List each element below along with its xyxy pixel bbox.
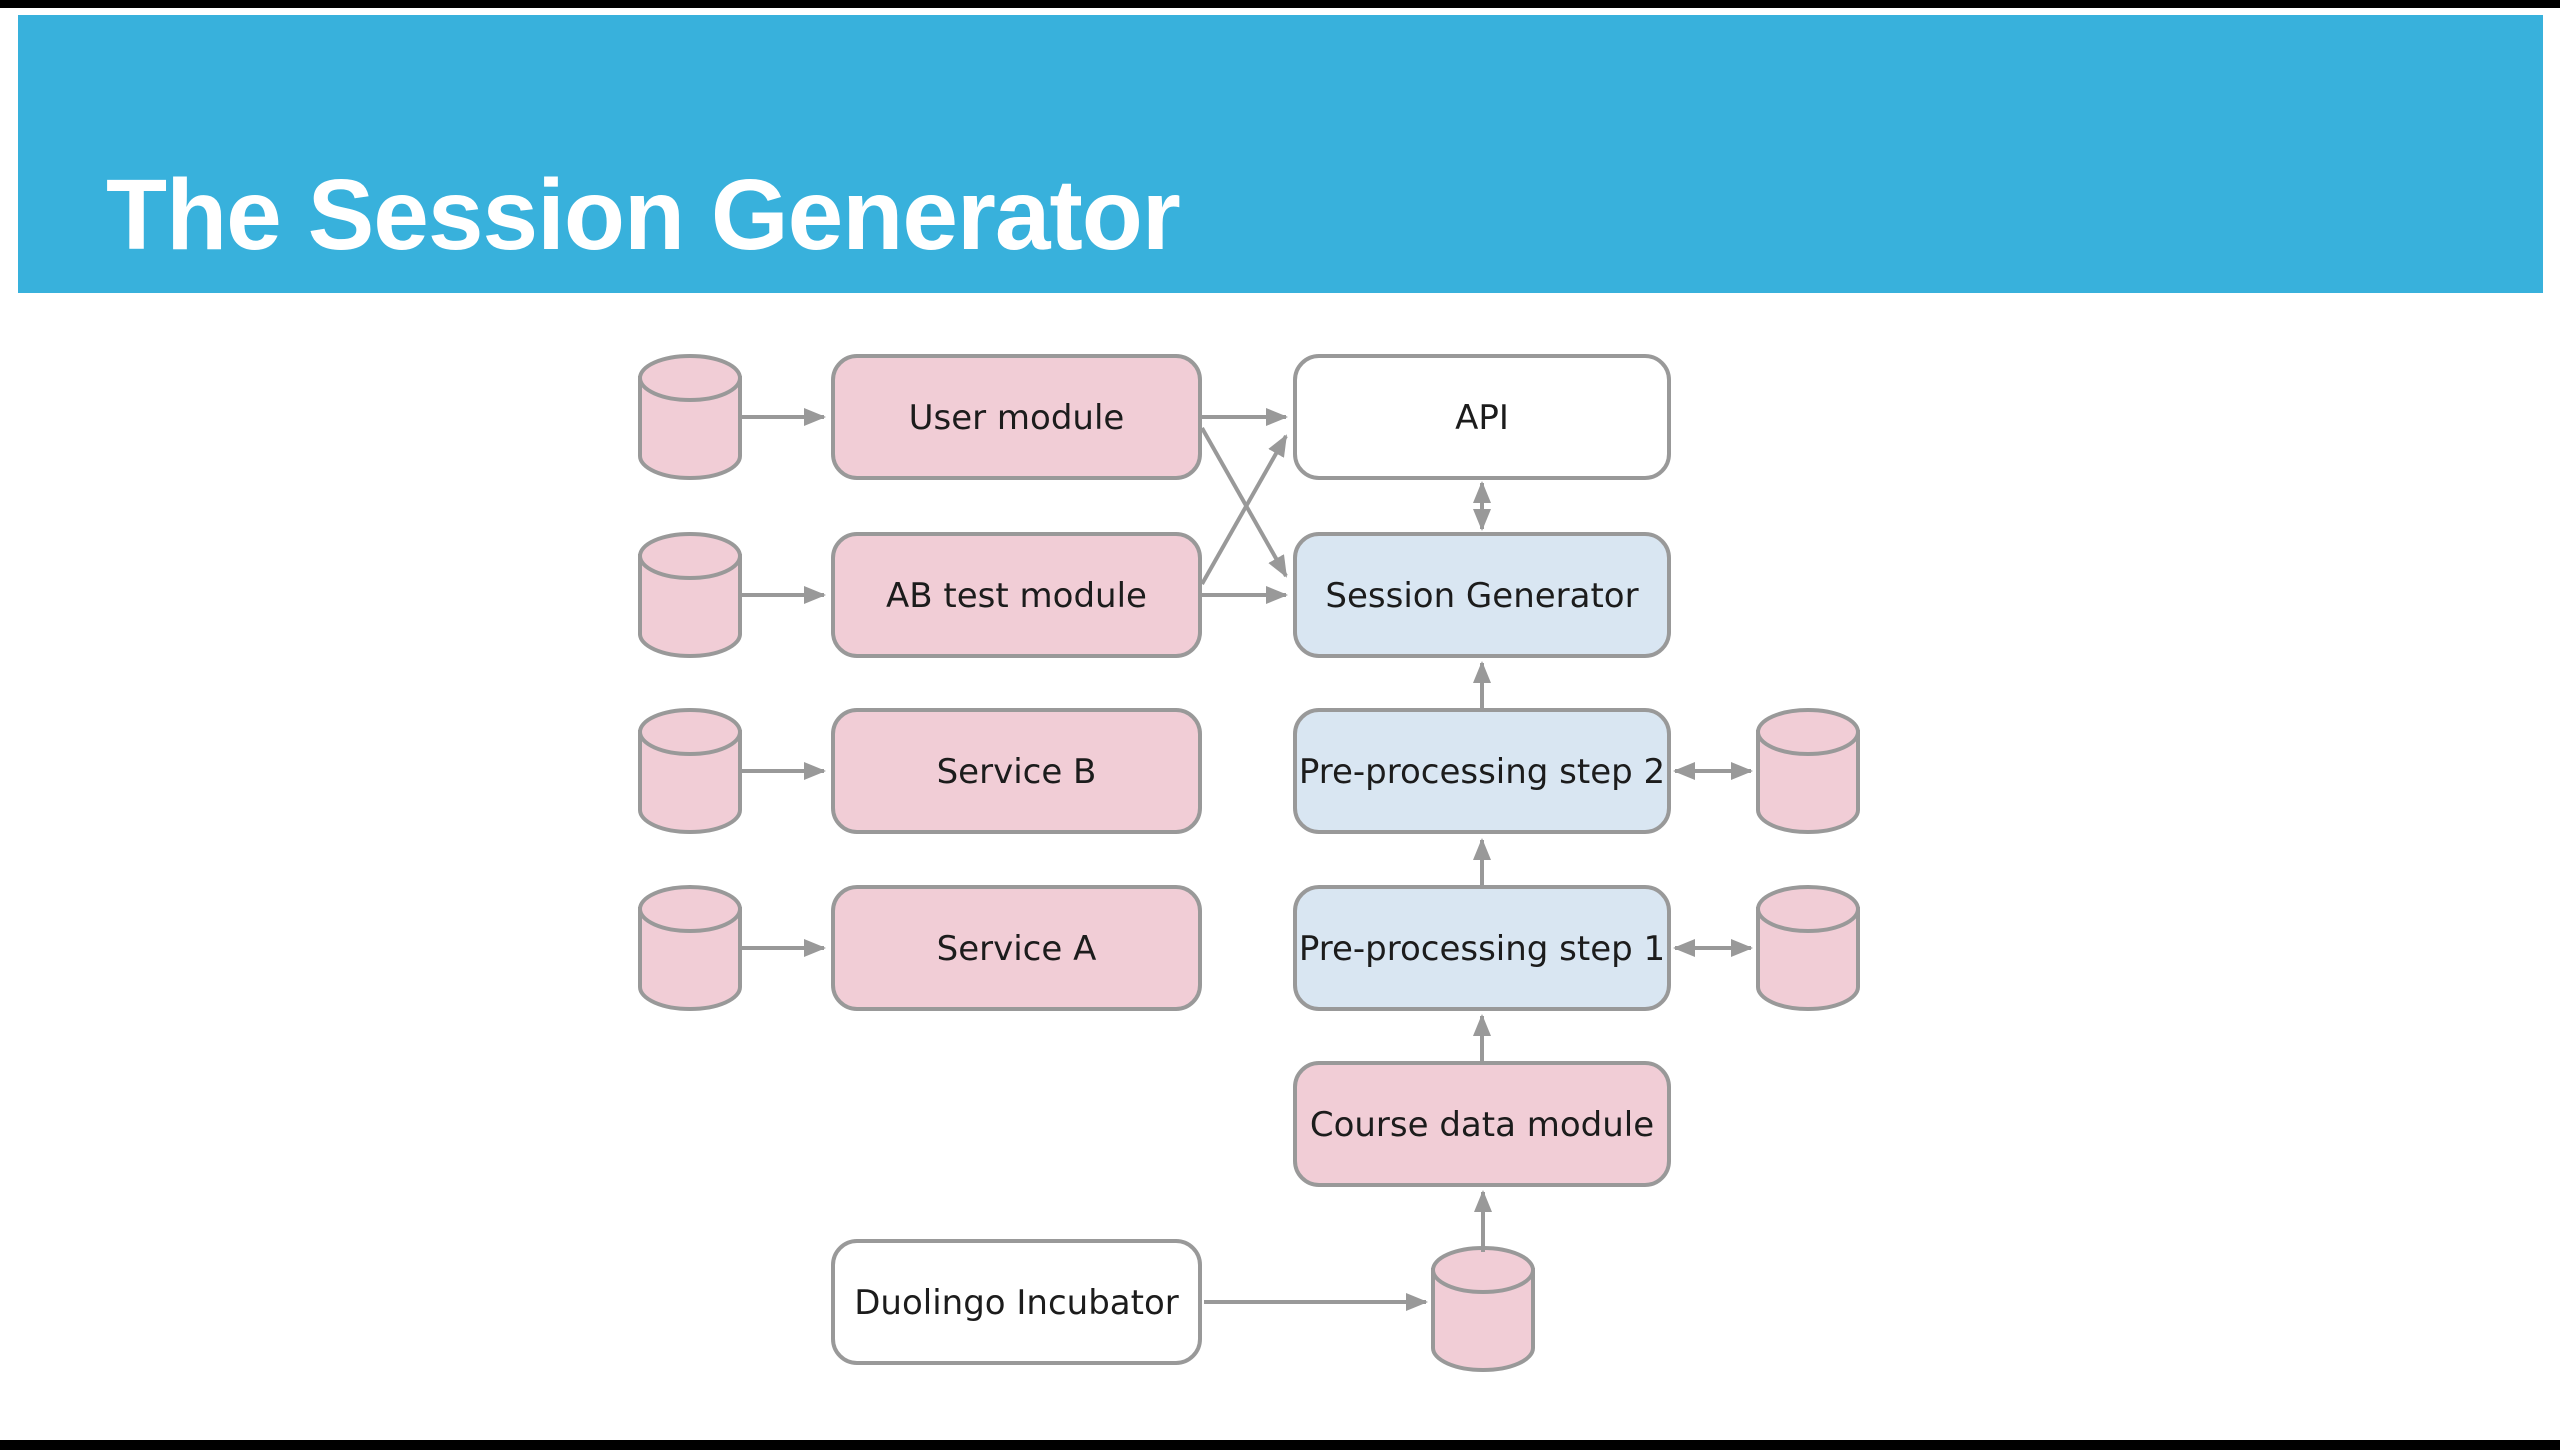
letterbox-bottom-bar [0,1440,2560,1450]
node-user-module: User module [831,354,1202,480]
node-label-user-module: User module [909,398,1125,438]
node-label-course-data-module: Course data module [1310,1105,1654,1145]
node-pre-processing-step-2: Pre-processing step 2 [1293,708,1671,834]
node-session-generator: Session Generator [1293,532,1671,658]
database-cylinder-db-ab-test-module [638,532,742,658]
database-cylinder-db-pre-processing-step-1 [1756,885,1860,1011]
database-cylinder-db-service-b [638,708,742,834]
database-cylinder-db-service-a [638,885,742,1011]
letterbox-top-bar [0,0,2560,8]
arrow-user-module-to-session-generator [1200,427,1288,578]
node-pre-processing-step-1: Pre-processing step 1 [1293,885,1671,1011]
node-service-a: Service A [831,885,1202,1011]
arrow-ab-test-module-to-api [1200,434,1288,585]
node-duolingo-incubator: Duolingo Incubator [831,1239,1202,1365]
database-cylinder-db-pre-processing-step-2 [1756,708,1860,834]
node-course-data-module: Course data module [1293,1061,1671,1187]
slide-title: The Session Generator [106,159,1181,271]
database-cylinder-db-course-data [1431,1246,1535,1372]
node-api: API [1293,354,1671,480]
node-service-b: Service B [831,708,1202,834]
database-cylinder-db-user-module [638,354,742,480]
node-label-duolingo-incubator: Duolingo Incubator [854,1283,1179,1323]
node-ab-test-module: AB test module [831,532,1202,658]
node-label-service-a: Service A [937,929,1097,969]
node-label-service-b: Service B [937,752,1097,792]
node-label-pre-processing-step-1: Pre-processing step 1 [1299,929,1665,969]
node-label-ab-test-module: AB test module [886,576,1147,616]
node-label-pre-processing-step-2: Pre-processing step 2 [1299,752,1665,792]
node-label-session-generator: Session Generator [1325,576,1638,616]
node-label-api: API [1455,398,1509,438]
slide-header: The Session Generator [18,15,2543,293]
